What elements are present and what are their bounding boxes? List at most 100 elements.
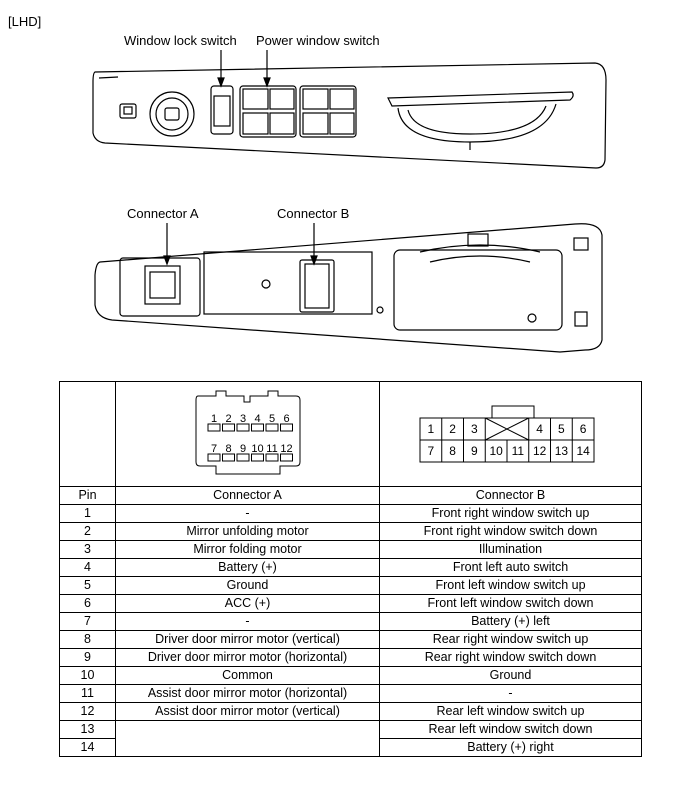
connector-b-function: Front right window switch down — [379, 522, 642, 541]
connector-b-function: Front left auto switch — [379, 558, 642, 577]
pin-number: 13 — [59, 720, 116, 739]
connector-b-function: Front left window switch down — [379, 594, 642, 613]
connector-a-pin-slot — [236, 453, 250, 462]
connector-a-function: Assist door mirror motor (horizontal) — [115, 684, 380, 703]
connector-a-function: Mirror folding motor — [115, 540, 380, 559]
header-connector-a: Connector A — [115, 486, 380, 505]
connector-a-pin-label: 1 — [211, 413, 217, 425]
connector-b-function: Rear right window switch up — [379, 630, 642, 649]
power-window-switch-label: Power window switch — [256, 33, 380, 48]
connector-a-pin-slot — [265, 453, 279, 462]
connector-a-pin-slot — [236, 423, 250, 432]
table-row: 14 Battery (+) right — [59, 738, 642, 757]
connector-b-function: Ground — [379, 666, 642, 685]
connector-b-function: - — [379, 684, 642, 703]
connector-b-pin-label: 1 — [428, 422, 435, 436]
connector-a-pin-label: 8 — [225, 443, 231, 455]
connector-a-pin-label: 2 — [225, 413, 231, 425]
connector-b-pin-label: 12 — [533, 444, 547, 458]
connector-b-function: Rear left window switch up — [379, 702, 642, 721]
connector-b-function: Battery (+) right — [379, 738, 642, 757]
connector-a-function: Ground — [115, 576, 380, 595]
connector-a-pin-label: 6 — [283, 413, 289, 425]
connector-a-pin-label: 3 — [240, 413, 246, 425]
connector-a-pin-slot — [207, 423, 221, 432]
connector-b-pin-label: 14 — [576, 444, 590, 458]
table-row: 7-Battery (+) left — [59, 612, 642, 631]
variant-label: [LHD] — [8, 14, 42, 29]
connector-b-function: Front left window switch up — [379, 576, 642, 595]
connector-b-pin-label: 7 — [428, 444, 435, 458]
connector-a-pin-label: 11 — [266, 443, 277, 455]
pin-number: 7 — [59, 612, 116, 631]
connector-b-label: Connector B — [277, 206, 350, 221]
connector-a-function — [115, 720, 380, 757]
connector-b-function: Rear left window switch down — [379, 720, 642, 739]
empty-cell — [59, 381, 116, 487]
pin-number: 1 — [59, 504, 116, 523]
pin-number: 8 — [59, 630, 116, 649]
pin-number: 9 — [59, 648, 116, 667]
connector-b-function: Rear right window switch down — [379, 648, 642, 667]
connector-b-function: Illumination — [379, 540, 642, 559]
connector-a-function: - — [115, 504, 380, 523]
pin-number: 2 — [59, 522, 116, 541]
connector-b-pin-label: 8 — [449, 444, 456, 458]
header-connector-b: Connector B — [379, 486, 642, 505]
connector-a-pin-label: 10 — [251, 443, 263, 455]
connector-a-pin-slot — [265, 423, 279, 432]
connector-b-pin-label: 11 — [512, 444, 525, 458]
connector-a-pin-label: 4 — [254, 413, 260, 425]
table-row: 13 Rear left window switch down — [59, 720, 642, 757]
connector-a-function: Battery (+) — [115, 558, 380, 577]
connector-a-pin-label: 12 — [280, 443, 292, 455]
connector-b-pin-label: 2 — [449, 422, 456, 436]
pin-number: 4 — [59, 558, 116, 577]
header-pin: Pin — [59, 486, 116, 505]
connector-a-function: Driver door mirror motor (horizontal) — [115, 648, 380, 667]
pin-number: 5 — [59, 576, 116, 595]
connector-b-pin-label: 4 — [536, 422, 543, 436]
connector-b-pin-label: 9 — [471, 444, 478, 458]
connector-b-function: Front right window switch up — [379, 504, 642, 523]
connector-a-label: Connector A — [127, 206, 199, 221]
connector-a-function: Driver door mirror motor (vertical) — [115, 630, 380, 649]
pin-number: 10 — [59, 666, 116, 685]
connector-b-pin-label: 5 — [558, 422, 565, 436]
connector-a-function: Assist door mirror motor (vertical) — [115, 702, 380, 721]
connector-b-function: Battery (+) left — [379, 612, 642, 631]
connector-a-pin-label: 5 — [269, 413, 275, 425]
connector-a-pin-slot — [251, 453, 264, 462]
connector-a-pin-slot — [222, 453, 235, 462]
connector-a-pin-slot — [207, 453, 221, 462]
connector-a-function: Mirror unfolding motor — [115, 522, 380, 541]
connector-a-pin-slot — [222, 423, 235, 432]
pin-number: 11 — [59, 684, 116, 703]
connector-a-pin-slot — [280, 423, 293, 432]
pin-number: 14 — [59, 738, 116, 757]
switch-panel-illustration — [92, 50, 607, 353]
connector-a-function: - — [115, 612, 380, 631]
pin-number: 3 — [59, 540, 116, 559]
connector-a-pin-slot — [251, 423, 264, 432]
connector-b-pin-label: 10 — [489, 444, 503, 458]
connector-b-key-mark — [485, 417, 529, 441]
window-lock-switch-label: Window lock switch — [124, 33, 237, 48]
pin-number: 12 — [59, 702, 116, 721]
connector-b-pin-label: 3 — [471, 422, 478, 436]
